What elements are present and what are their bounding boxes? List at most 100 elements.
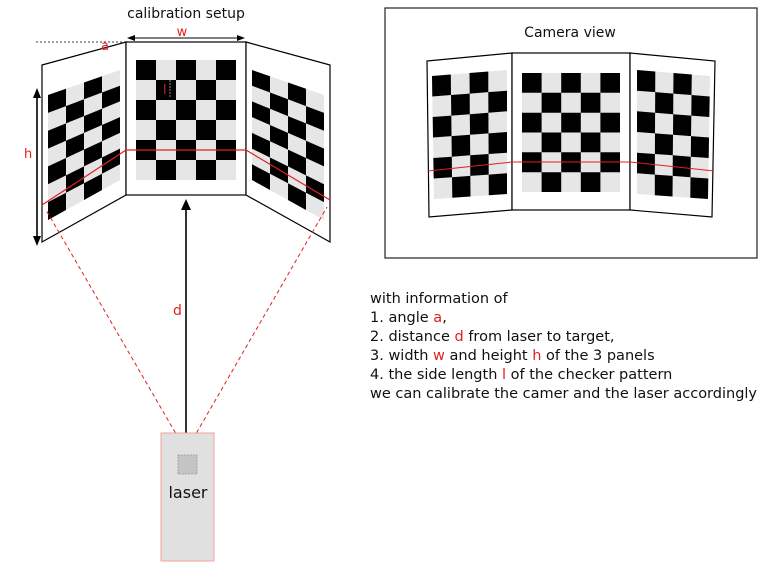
- laser-emitter: [177, 454, 198, 475]
- camera-center-checker-square: [580, 132, 601, 153]
- left-checker-square: [84, 76, 102, 100]
- center-checker-square: [156, 120, 176, 140]
- left-panel: [41, 41, 127, 244]
- center-checker-square: [196, 120, 216, 140]
- distance-label: d: [173, 303, 182, 319]
- camera-left-checker-square: [451, 93, 470, 116]
- right-checker-square: [252, 70, 270, 93]
- camera-left-checker-square: [451, 134, 471, 157]
- camera-laser-line: [427, 161, 715, 172]
- camera-center-checker-square: [600, 112, 620, 133]
- laser-beam-left: [45, 209, 187, 452]
- right-checker-square: [270, 92, 288, 117]
- laser-label: laser: [168, 483, 207, 502]
- camera-left-checker-square: [432, 115, 452, 138]
- left-checker-square: [84, 141, 102, 167]
- info-intro: with information of: [370, 291, 508, 307]
- info-item-1: 1. angle a,: [370, 310, 447, 326]
- camera-center-checker-square: [541, 172, 562, 192]
- left-checker-square: [102, 117, 120, 142]
- camera-left-checker-square: [433, 156, 452, 179]
- camera-center-checker-square: [522, 112, 542, 133]
- right-checker-square: [252, 101, 270, 125]
- camera-left-checker-square: [470, 154, 489, 176]
- right-checker-square: [270, 157, 288, 184]
- laser-beam-right: [185, 206, 328, 452]
- center-checker-square: [176, 60, 196, 80]
- camera-view-title: Camera view: [524, 25, 616, 41]
- camera-center-checker-square: [522, 73, 542, 93]
- info-item-2: 2. distance d from laser to target,: [370, 329, 615, 345]
- camera-right-checker-square: [673, 73, 692, 95]
- width-arrow-head-left: [127, 35, 135, 41]
- right-checker-square: [252, 164, 270, 190]
- center-panel: [125, 41, 247, 196]
- left-checker-square: [84, 108, 102, 133]
- camera-left-checker-square: [469, 112, 489, 135]
- camera-right-checker-square: [654, 174, 673, 197]
- camera-center-checker-square: [580, 172, 601, 192]
- left-checker-square: [66, 132, 84, 158]
- right-checker-square: [288, 82, 306, 107]
- right-checker-square: [306, 140, 324, 167]
- camera-center-checker-square: [580, 92, 601, 113]
- camera-center-checker-square: [600, 73, 620, 93]
- left-checker-square: [66, 99, 84, 124]
- center-checker-square: [196, 160, 216, 180]
- camera-right-checker-square: [654, 133, 673, 156]
- left-checker-square: [102, 148, 120, 174]
- center-checker-square: [136, 60, 156, 80]
- distance-arrow-head-top: [181, 199, 191, 210]
- camera-left-checker-square: [488, 90, 507, 113]
- right-checker-square: [306, 106, 324, 131]
- height-label: h: [24, 147, 32, 162]
- laser-line: [41, 149, 331, 206]
- laser-device: laser: [160, 432, 215, 562]
- camera-center-checker-square: [561, 112, 581, 133]
- camera-center-checker-square: [541, 132, 562, 153]
- width-label: w: [177, 25, 188, 40]
- right-checker-square: [306, 175, 324, 203]
- camera-right-checker-square: [690, 177, 709, 199]
- center-checker-square: [156, 160, 176, 180]
- camera-right-checker-square: [672, 155, 691, 178]
- camera-right-checker-square: [637, 111, 656, 134]
- camera-left-checker-square: [469, 71, 489, 94]
- camera-right-panel: [629, 52, 716, 218]
- center-checker-square: [176, 100, 196, 120]
- camera-right-checker-square: [691, 95, 710, 117]
- right-checker-square: [288, 116, 306, 141]
- center-checker-square: [216, 100, 236, 120]
- height-arrow-head-bottom: [33, 236, 41, 246]
- camera-right-checker-square: [637, 70, 656, 93]
- info-item-4: 4. the side length l of the checker patt…: [370, 367, 673, 383]
- camera-left-checker-square: [432, 74, 451, 97]
- right-checker-square: [288, 183, 306, 210]
- right-checker-square: [270, 125, 288, 150]
- camera-center-panel: [511, 52, 631, 211]
- right-checker-square: [288, 149, 306, 176]
- camera-left-checker-square: [488, 132, 507, 154]
- left-checker-square: [84, 173, 102, 200]
- width-arrow-head-right: [237, 35, 245, 41]
- center-checker-square: [156, 80, 176, 100]
- right-panel: [245, 41, 331, 244]
- camera-right-checker-square: [690, 136, 709, 158]
- height-arrow-head-top: [33, 88, 41, 98]
- center-checker-square: [216, 60, 236, 80]
- left-checker-square: [48, 88, 66, 113]
- camera-left-checker-square: [488, 173, 507, 196]
- left-checker-square: [48, 158, 66, 185]
- info-text: with information of 1. angle a, 2. dista…: [370, 290, 768, 404]
- setup-title: calibration setup: [127, 6, 245, 22]
- info-item-3: 3. width w and height h of the 3 panels: [370, 348, 655, 364]
- left-checker-square: [102, 85, 120, 109]
- center-checker-square: [136, 100, 156, 120]
- angle-label: a: [101, 39, 109, 54]
- left-checker-square: [48, 123, 66, 149]
- side-length-label: l: [163, 83, 167, 98]
- camera-right-checker-square: [673, 114, 692, 137]
- right-checker-square: [252, 132, 270, 158]
- camera-center-checker-square: [561, 73, 581, 93]
